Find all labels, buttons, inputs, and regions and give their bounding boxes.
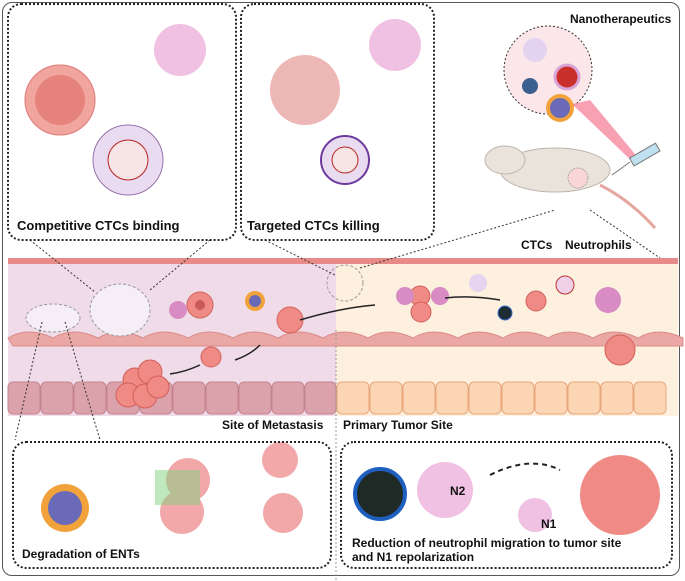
panel-degradation — [12, 441, 332, 569]
injection-beam — [572, 100, 640, 165]
ent-zoom-ring — [25, 303, 81, 333]
extravasating-ctc — [276, 306, 304, 334]
dark-np — [522, 78, 538, 94]
neutrophil-cell — [431, 287, 449, 305]
flow-arrow — [234, 344, 261, 361]
nanoparticle-liposome — [555, 275, 575, 295]
panel-competitive-binding — [7, 3, 237, 241]
flow-arrow — [169, 364, 201, 375]
primary-tumor-label: Primary Tumor Site — [343, 418, 453, 432]
dna-core — [107, 139, 149, 181]
n2-label: N2 — [450, 484, 466, 498]
liposome-np — [553, 63, 581, 91]
ctc-cell — [525, 290, 547, 312]
metastasis-cluster — [115, 359, 170, 409]
released-ctc — [262, 442, 298, 478]
neutrophil-cell — [154, 24, 206, 76]
killed-ctc-debris — [270, 55, 340, 125]
figure-frame — [2, 2, 680, 576]
flow-arrow — [444, 296, 501, 301]
panel-targeted-killing — [240, 3, 435, 241]
syringe-icon — [611, 142, 661, 176]
tissue-cells-metastasis — [7, 381, 337, 415]
released-ctc — [263, 493, 303, 533]
ctc-cell — [200, 346, 222, 368]
mouse-icon — [484, 145, 657, 229]
n1-label: N1 — [541, 517, 557, 531]
nanoparticle-dark — [497, 305, 513, 321]
ctc-cell — [410, 301, 432, 323]
nanotherapeutics-label: Nanotherapeutics — [570, 12, 672, 26]
reduction-label-line2: and N1 repolarization — [352, 550, 475, 564]
neutrophil-cell — [595, 287, 621, 313]
neutrophil-cell — [396, 287, 414, 305]
neutrophils-label: Neutrophils — [565, 238, 632, 252]
targeted-killing-label: Targeted CTCs killing — [247, 218, 380, 233]
tumor-mass — [580, 455, 660, 535]
intravasating-ctc — [604, 334, 636, 366]
competitive-binding-label: Competitive CTCs binding — [17, 218, 180, 233]
degradation-label: Degradation of ENTs — [22, 547, 140, 561]
nanoparticle-mesh — [469, 274, 487, 292]
tissue-cells-primary — [336, 381, 667, 415]
n2-neutrophil — [417, 462, 473, 518]
neutrophil-cell — [369, 19, 421, 71]
binding-zoom-ring — [89, 283, 151, 337]
n1-neutrophil — [518, 498, 552, 532]
ent-net — [155, 470, 200, 505]
panel-reduction — [340, 441, 673, 569]
flow-arrow — [299, 304, 376, 321]
ctcs-label: CTCs — [521, 238, 553, 252]
vessel-top-wall — [8, 258, 678, 264]
neutrophil-cell — [169, 301, 187, 319]
targeted-zoom-ring — [326, 264, 364, 302]
dark-nanoparticle — [353, 467, 407, 521]
inhibition-arrow — [489, 462, 561, 476]
reduction-label-line1: Reduction of neutrophil migration to tum… — [352, 536, 622, 550]
mesh-np — [523, 38, 547, 62]
metastasis-label: Site of Metastasis — [222, 418, 324, 432]
